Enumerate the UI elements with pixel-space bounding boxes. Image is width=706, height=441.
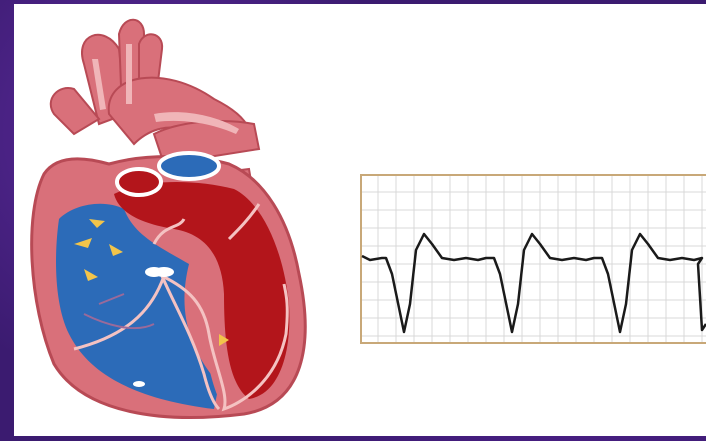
aortic-valve (117, 169, 161, 195)
pulmonary-valve (159, 153, 219, 179)
heart-cross-section-icon (14, 4, 344, 436)
sa-node-marker (154, 267, 174, 277)
ecg-trace-icon (360, 174, 706, 346)
slide-panel (14, 4, 706, 436)
apex-marker (133, 381, 145, 387)
